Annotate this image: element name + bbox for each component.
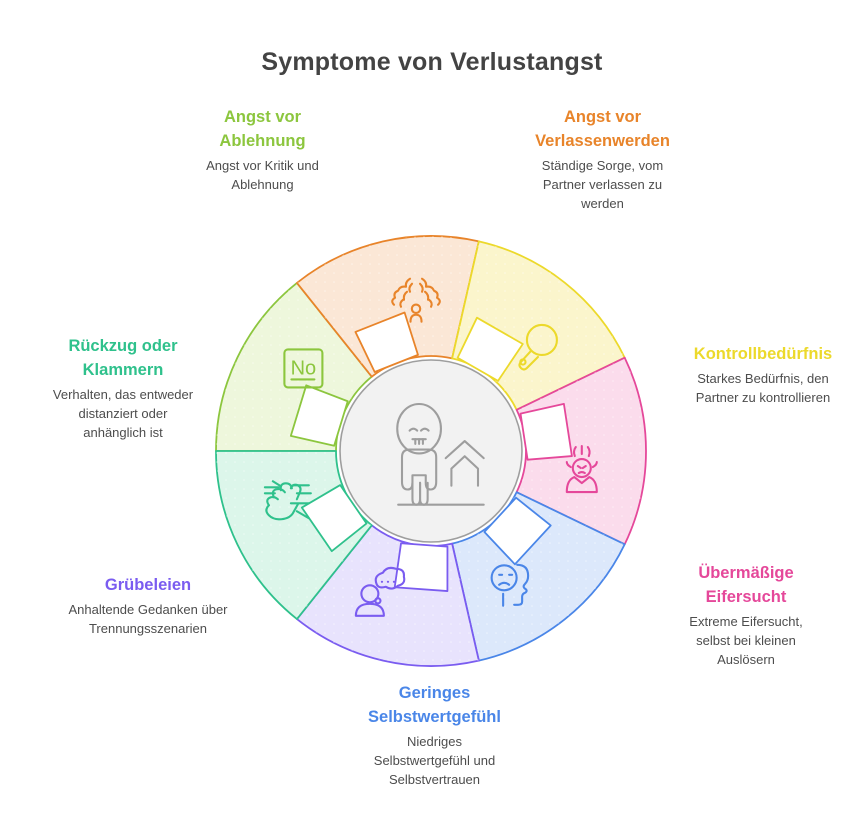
no-sign-label: No <box>291 357 317 379</box>
person-abandoned-icon <box>391 277 441 323</box>
callout-description: Niedriges Selbstwertgefühl und Selbstver… <box>373 733 496 787</box>
segment-notch <box>289 384 349 447</box>
center-disc <box>339 359 523 543</box>
callout-uebermaessige-eifersucht: Übermäßige Eifersucht Extreme Eifersucht… <box>635 562 857 669</box>
callout-title: Übermäßige Eifersucht <box>698 564 794 606</box>
callout-angst-vor-ablehnung: Angst vor Ablehnung Angst vor Kritik und… <box>160 106 365 195</box>
callout-title: Angst vor Ablehnung <box>219 108 306 150</box>
no-sign-icon: No <box>283 348 324 389</box>
callout-description: Ständige Sorge, vom Partner verlassen zu… <box>541 157 664 211</box>
callout-description: Extreme Eifersucht, selbst bei kleinen A… <box>689 613 803 667</box>
segment-notch <box>483 496 552 566</box>
segment-notch <box>519 402 573 461</box>
callout-kontrollbeduerfnis: Kontrollbedürfnis Starkes Bedürfnis, den… <box>664 343 862 408</box>
callout-description: Anhaltende Gedanken über Trennungsszenar… <box>68 601 228 636</box>
segment-notch <box>354 311 419 373</box>
angry-person-icon <box>565 444 598 494</box>
segment-notch <box>456 316 524 382</box>
sad-head-icon <box>490 563 530 607</box>
callout-title: Geringes Selbstwertgefühl <box>368 684 501 726</box>
callout-title: Rückzug oder Klammern <box>68 337 178 379</box>
callout-title: Angst vor Verlassenwerden <box>535 108 670 150</box>
callout-description: Angst vor Kritik und Ablehnung <box>206 157 319 192</box>
segment-texture <box>296 236 479 377</box>
wheel-svg: No <box>215 235 647 667</box>
callout-angst-vor-verlassenwerden: Angst vor Verlassenwerden Ständige Sorge… <box>495 106 710 213</box>
thought-bubble-person-icon <box>354 566 406 617</box>
callout-title: Grübeleien <box>104 576 192 594</box>
lonely-person-with-house-icon <box>396 402 485 506</box>
callout-geringes-selbstwertgefuehl: Geringes Selbstwertgefühl Niedriges Selb… <box>332 682 537 789</box>
callout-gruebeleien: Grübeleien Anhaltende Gedanken über Tren… <box>34 574 262 639</box>
clinging-hand-icon <box>263 480 312 521</box>
callout-title: Kontrollbedürfnis <box>693 345 833 363</box>
page-title: Symptome von Verlustangst <box>261 48 603 76</box>
callout-rueckzug-oder-klammern: Rückzug oder Klammern Verhalten, das ent… <box>12 335 234 442</box>
magnifying-glass-icon <box>518 323 558 371</box>
segment-notch <box>300 484 368 553</box>
callout-description: Verhalten, das entweder distanziert oder… <box>52 386 194 440</box>
callout-description: Starkes Bedürfnis, den Partner zu kontro… <box>695 370 831 405</box>
